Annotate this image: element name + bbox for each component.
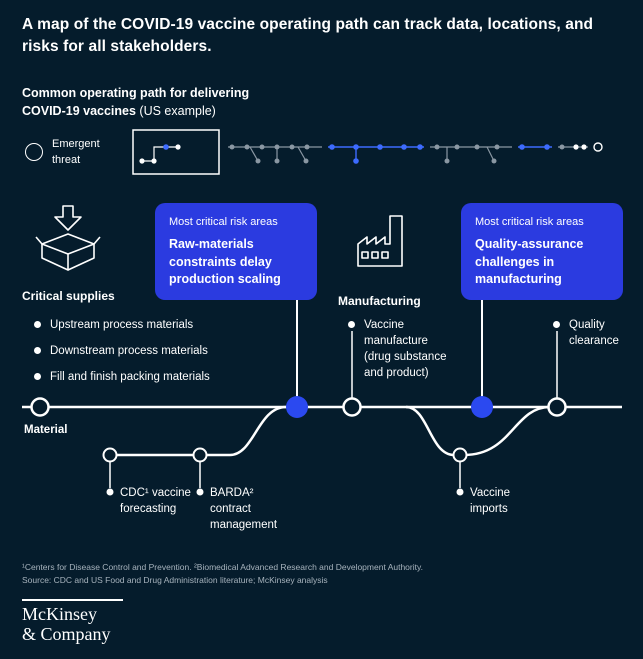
cdc-label: CDC¹ vaccine forecasting bbox=[120, 487, 191, 515]
risk-callout-text: Quality-assurance challenges in manufact… bbox=[475, 237, 584, 286]
left-branch-line bbox=[110, 405, 287, 457]
material-label: Material bbox=[24, 424, 68, 436]
logo-line2: & Company bbox=[22, 623, 111, 644]
critical-supplies-box-icon bbox=[35, 205, 101, 271]
node-barda bbox=[192, 447, 208, 463]
bullet-upstream: Upstream process materials bbox=[34, 317, 234, 333]
logo-line1: McKinsey bbox=[22, 604, 97, 624]
risk-callout-eyebrow: Most critical risk areas bbox=[475, 216, 584, 228]
barda-label: BARDA² contract management bbox=[210, 487, 278, 531]
vaccine-imports-label: Vaccine imports bbox=[470, 487, 511, 515]
node-material bbox=[30, 397, 50, 417]
risk-callout-text: Raw-materials constraints delay producti… bbox=[169, 237, 281, 286]
minimap-end bbox=[573, 142, 603, 152]
bullet-dot bbox=[348, 321, 355, 328]
cdc-label-dot bbox=[106, 488, 114, 496]
bullet-dot bbox=[553, 321, 560, 328]
footnote-source: Source: CDC and US Food and Drug Adminis… bbox=[22, 575, 328, 585]
bullet-label: Fill and finish packing materials bbox=[50, 371, 210, 383]
subtitle-normal: (US example) bbox=[135, 104, 216, 119]
bullet-downstream: Downstream process materials bbox=[34, 343, 234, 359]
emergent-threat-icon bbox=[25, 143, 43, 161]
bullet-quality-clearance: Quality clearance bbox=[553, 317, 621, 349]
node-risk-raw-materials bbox=[286, 396, 308, 418]
node-vaccine-imports bbox=[452, 447, 468, 463]
minimap-blue-dots bbox=[329, 144, 550, 164]
node-manufacturing bbox=[342, 397, 362, 417]
bullet-fill-finish: Fill and finish packing materials bbox=[34, 369, 244, 385]
risk-callout-raw-materials: Most critical risk areas Raw-materials c… bbox=[155, 203, 317, 301]
logo-rule bbox=[22, 599, 123, 601]
bullet-dot bbox=[34, 373, 41, 380]
subtitle-bold: Common operating path for delivering COV… bbox=[22, 86, 250, 119]
bullet-label: Quality clearance bbox=[569, 319, 619, 348]
mckinsey-logo: McKinsey & Company bbox=[22, 604, 111, 645]
subtitle: Common operating path for delivering COV… bbox=[22, 84, 280, 120]
imports-label-dot bbox=[456, 488, 464, 496]
manufacturing-factory-icon bbox=[357, 215, 403, 267]
minimap-gray-dots bbox=[229, 144, 565, 164]
bullet-label: Vaccine manufacture (drug substance and … bbox=[364, 319, 447, 380]
page-title: A map of the COVID-19 vaccine operating … bbox=[22, 16, 594, 55]
node-cdc bbox=[102, 447, 118, 463]
risk-callout-eyebrow: Most critical risk areas bbox=[169, 216, 278, 228]
minimap-zoom-region bbox=[132, 129, 220, 175]
node-risk-quality bbox=[471, 396, 493, 418]
risk-callout-quality: Most critical risk areas Quality-assuran… bbox=[461, 203, 623, 301]
critical-supplies-label: Critical supplies bbox=[22, 289, 115, 303]
legend-label: Emergent threat bbox=[52, 138, 100, 166]
bullet-vaccine-manufacture: Vaccine manufacture (drug substance and … bbox=[348, 317, 452, 381]
barda-label-dot bbox=[196, 488, 204, 496]
bullet-label: Upstream process materials bbox=[50, 319, 194, 331]
bullet-dot bbox=[34, 347, 41, 354]
bullet-label: Downstream process materials bbox=[50, 345, 208, 357]
node-quality-clearance bbox=[547, 397, 567, 417]
bullet-dot bbox=[34, 321, 41, 328]
footnote-definitions: ¹Centers for Disease Control and Prevent… bbox=[22, 562, 423, 572]
manufacturing-label: Manufacturing bbox=[338, 294, 421, 308]
path-minimap bbox=[132, 129, 603, 175]
